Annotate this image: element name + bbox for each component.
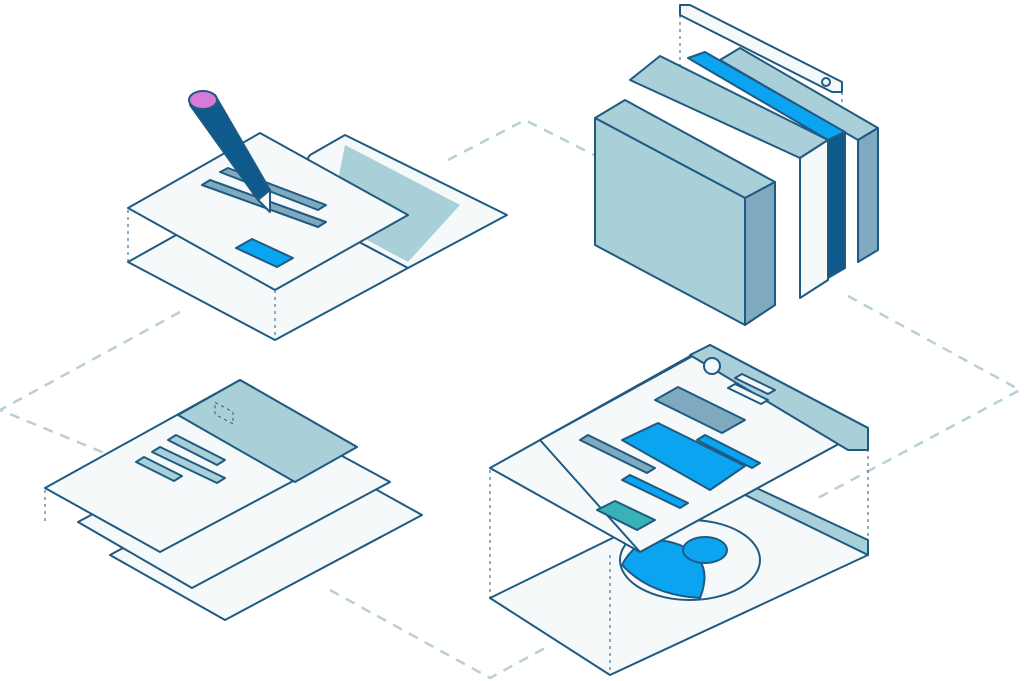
book-library-scene <box>594 4 879 326</box>
profile-page-scene <box>489 344 869 676</box>
stacked-pages-scene <box>44 379 423 621</box>
book-front <box>594 117 746 326</box>
teal-button <box>596 500 656 531</box>
pencil-icon <box>188 90 271 213</box>
front-sheet <box>127 132 409 291</box>
edit-document-scene <box>127 90 508 341</box>
blue-button <box>235 238 294 268</box>
search-icon <box>821 77 831 87</box>
